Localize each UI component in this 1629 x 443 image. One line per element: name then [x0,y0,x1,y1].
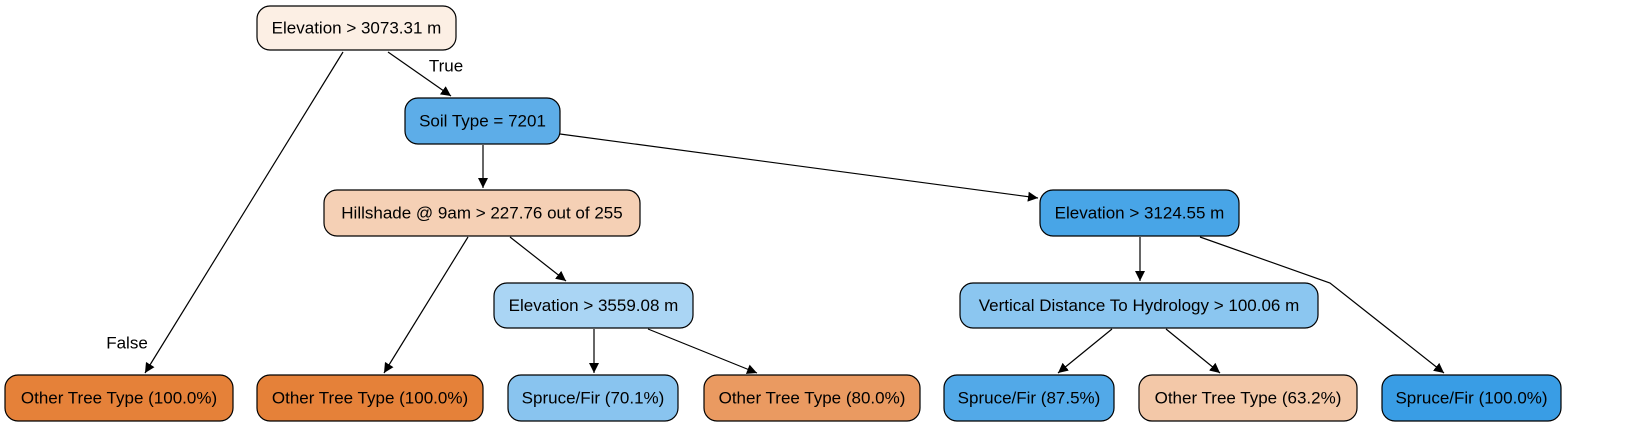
node-label: Elevation > 3073.31 m [272,19,442,38]
node-label: Other Tree Type (100.0%) [21,389,217,408]
tree-node-n8: Other Tree Type (80.0%) [703,374,921,422]
node-box [1039,189,1240,237]
edge-label-true: True [429,57,463,76]
node-box [1138,374,1358,422]
tree-node-n0: Elevation > 3073.31 m [256,5,457,51]
nodes-layer: Elevation > 3073.31 m Soil Type = 7201Oth… [4,5,1562,422]
tree-node-n7: Spruce/Fir (70.1%) [507,374,679,422]
node-box [507,374,679,422]
node-label: Other Tree Type (63.2%) [1155,389,1342,408]
node-label: Spruce/Fir (70.1%) [522,389,665,408]
node-box [323,189,641,237]
tree-node-n9: Vertical Distance To Hydrology > 100.06 … [959,282,1319,329]
tree-node-n10: Spruce/Fir (100.0%) [1381,374,1562,422]
edge-arrow [509,236,567,282]
edge-n9-n12 [1165,328,1221,374]
node-box [493,282,694,329]
node-box [959,282,1319,329]
edge-n3-n6 [509,236,567,282]
node-label: Spruce/Fir (87.5%) [958,389,1101,408]
edge-arrow [647,328,758,374]
node-box [1381,374,1562,422]
node-label: Spruce/Fir (100.0%) [1395,389,1547,408]
edge-n0-n1 [387,51,452,97]
tree-node-n1: Soil Type = 7201 [404,97,561,145]
edge-n6-n8 [647,328,758,374]
node-label: Other Tree Type (100.0%) [272,389,468,408]
tree-node-n3: Hillshade @ 9am > 227.76 out of 255 [323,189,641,237]
edge-arrow [1165,328,1221,374]
tree-node-n11: Spruce/Fir (87.5%) [943,374,1115,422]
node-label: Vertical Distance To Hydrology > 100.06 … [979,296,1300,315]
node-box [703,374,921,422]
edge-arrow [144,51,344,374]
edge-arrow [559,133,1039,202]
tree-node-n4: Elevation > 3124.55 m [1039,189,1240,237]
tree-node-n6: Elevation > 3559.08 m [493,282,694,329]
edge-n0-n2 [144,51,344,374]
node-box [4,374,234,422]
node-box [404,97,561,145]
edge-label-false: False [106,334,148,353]
edge-n1-n4 [559,133,1039,202]
edge-arrow [387,51,452,97]
edge-arrow [1199,236,1445,374]
node-label: Elevation > 3124.55 m [1055,204,1225,223]
node-label: Hillshade @ 9am > 227.76 out of 255 [341,204,622,223]
node-label: Other Tree Type (80.0%) [719,389,906,408]
edge-n9-n11 [1057,328,1113,374]
edges-layer [144,51,1445,374]
tree-node-n5: Other Tree Type (100.0%) [256,374,484,422]
node-box [943,374,1115,422]
edge-n4-n10 [1199,236,1445,374]
tree-node-n2: Other Tree Type (100.0%) [4,374,234,422]
node-box [256,374,484,422]
edge-n3-n5 [383,236,469,374]
node-label: Soil Type = 7201 [419,112,546,131]
node-box [256,5,457,51]
tree-node-n12: Other Tree Type (63.2%) [1138,374,1358,422]
edge-arrow [1057,328,1113,374]
edge-arrow [383,236,469,374]
node-label: Elevation > 3559.08 m [509,296,679,315]
